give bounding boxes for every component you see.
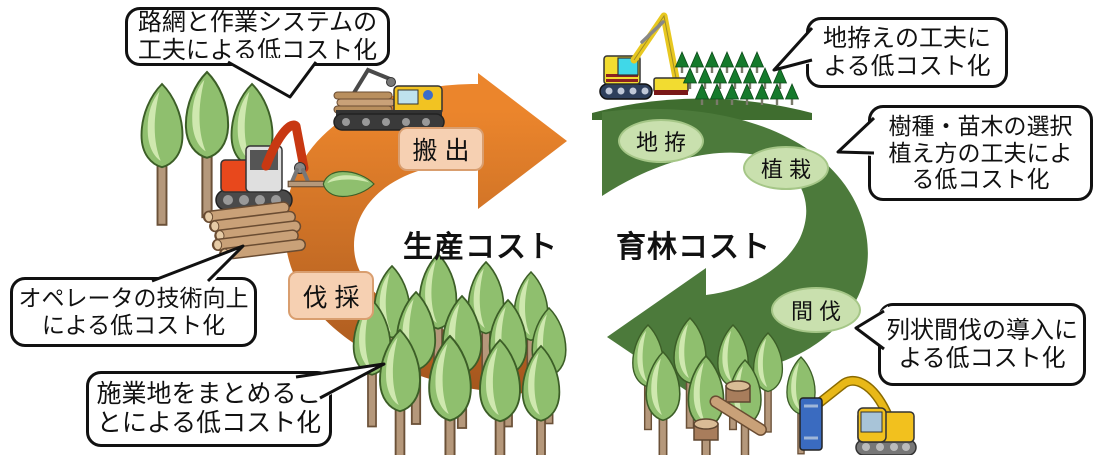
step-felling-label: 伐 採 [302, 283, 360, 312]
tree-cluster-left [352, 253, 567, 455]
callout-ground-prep-line2: よる低コスト化 [823, 52, 991, 80]
callout-operator-line2: による低コスト化 [41, 312, 226, 338]
thinning-excavator-icon [799, 376, 917, 455]
step-hauling-label: 搬 出 [412, 137, 470, 165]
step-thinning-label: 間 伐 [790, 299, 842, 324]
step-site-prep: 地 拵 [618, 119, 704, 163]
step-planting-label: 植 栽 [760, 157, 812, 182]
step-hauling: 搬 出 [398, 127, 484, 171]
callout-operator-skill: オペレータの技術向上 による低コスト化 [10, 277, 257, 347]
callout-seedling-line2: 植え方の工夫によ [888, 139, 1073, 166]
fallen-log-icon [709, 395, 767, 436]
step-planting: 植 栽 [743, 146, 829, 190]
silviculture-cost-label: 育林コスト [616, 231, 771, 264]
callout-road-network-line1: 路網と作業システムの [137, 8, 378, 36]
callout-road-network: 路網と作業システムの 工夫による低コスト化 [125, 7, 390, 66]
step-thinning: 間 伐 [771, 287, 861, 333]
callout-consolidation-line2: とによる低コスト化 [96, 409, 322, 437]
callout-row-thinning: 列状間伐の導入に よる低コスト化 [878, 303, 1086, 386]
step-site-prep-label: 地 拵 [635, 130, 687, 155]
callout-seedling-line1: 樹種・苗木の選択 [888, 112, 1073, 139]
callout-seedling-selection: 樹種・苗木の選択 植え方の工夫によ る低コスト化 [868, 105, 1093, 201]
callout-road-network-line2: 工夫による低コスト化 [137, 36, 378, 64]
forwarder-icon [333, 67, 445, 131]
callout-row-thinning-line1: 列状間伐の導入に [886, 316, 1078, 344]
callout-consolidation: 施業地をまとめるこ とによる低コスト化 [86, 371, 332, 447]
callout-row-thinning-line2: よる低コスト化 [898, 344, 1066, 372]
callout-seedling-line3: る低コスト化 [911, 166, 1050, 193]
callout-ground-prep: 地拵えの工夫に よる低コスト化 [806, 17, 1008, 88]
stump-icon [693, 380, 751, 441]
step-felling: 伐 採 [288, 271, 374, 320]
callout-operator-line1: オペレータの技術向上 [18, 285, 249, 312]
ground-prep-excavator-icon [599, 12, 689, 100]
seedling-rows-icon [675, 51, 799, 106]
callout-ground-prep-line1: 地拵えの工夫に [823, 24, 991, 52]
production-cost-label: 生産コスト [403, 231, 558, 264]
callout-consolidation-line1: 施業地をまとめるこ [96, 380, 322, 408]
